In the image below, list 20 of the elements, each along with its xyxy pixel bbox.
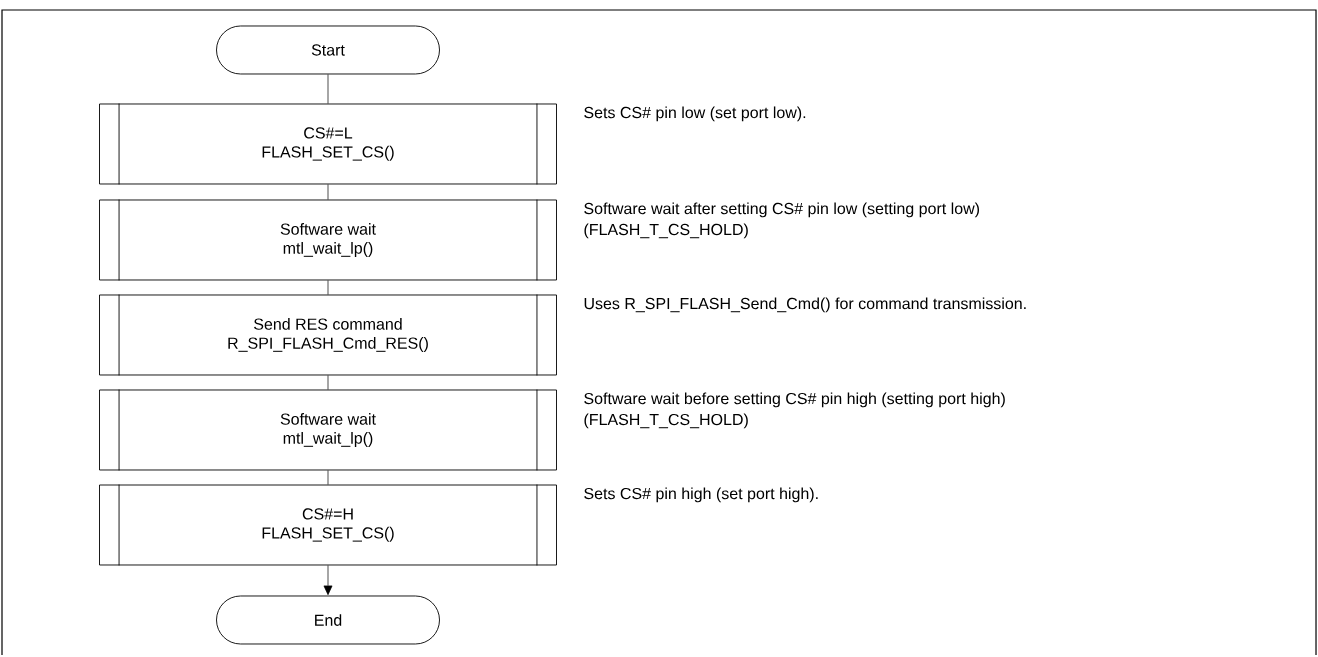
annotation: (FLASH_T_CS_HOLD)	[584, 413, 748, 429]
subroutine-box: Software wait mtl_wait_lp()	[99, 199, 557, 281]
subroutine-box: Software wait mtl_wait_lp()	[99, 389, 557, 471]
connector	[327, 470, 329, 485]
annotation: Uses R_SPI_FLASH_Send_Cmd() for command transmission.	[584, 297, 1026, 313]
annotation: Software wait before setting CS# pin high (setting port high)	[584, 392, 1005, 408]
connector	[323, 565, 333, 596]
connector	[327, 74, 329, 104]
terminal-box: Start	[216, 25, 440, 75]
connector	[327, 184, 329, 200]
subroutine-box: Send RES command R_SPI_FLASH_Cmd_RES()	[99, 294, 557, 376]
subroutine-box: CS#=H FLASH_SET_CS()	[99, 484, 557, 566]
annotation: Software wait after setting CS# pin low (setting port low)	[584, 202, 979, 218]
annotation: Sets CS# pin low (set port low).	[584, 106, 806, 122]
terminal-box: End	[216, 595, 440, 645]
connector	[327, 375, 329, 390]
annotation: Sets CS# pin high (set port high).	[584, 487, 818, 503]
annotation: (FLASH_T_CS_HOLD)	[584, 223, 748, 239]
connector	[327, 280, 329, 295]
subroutine-box: CS#=L FLASH_SET_CS()	[99, 103, 557, 185]
